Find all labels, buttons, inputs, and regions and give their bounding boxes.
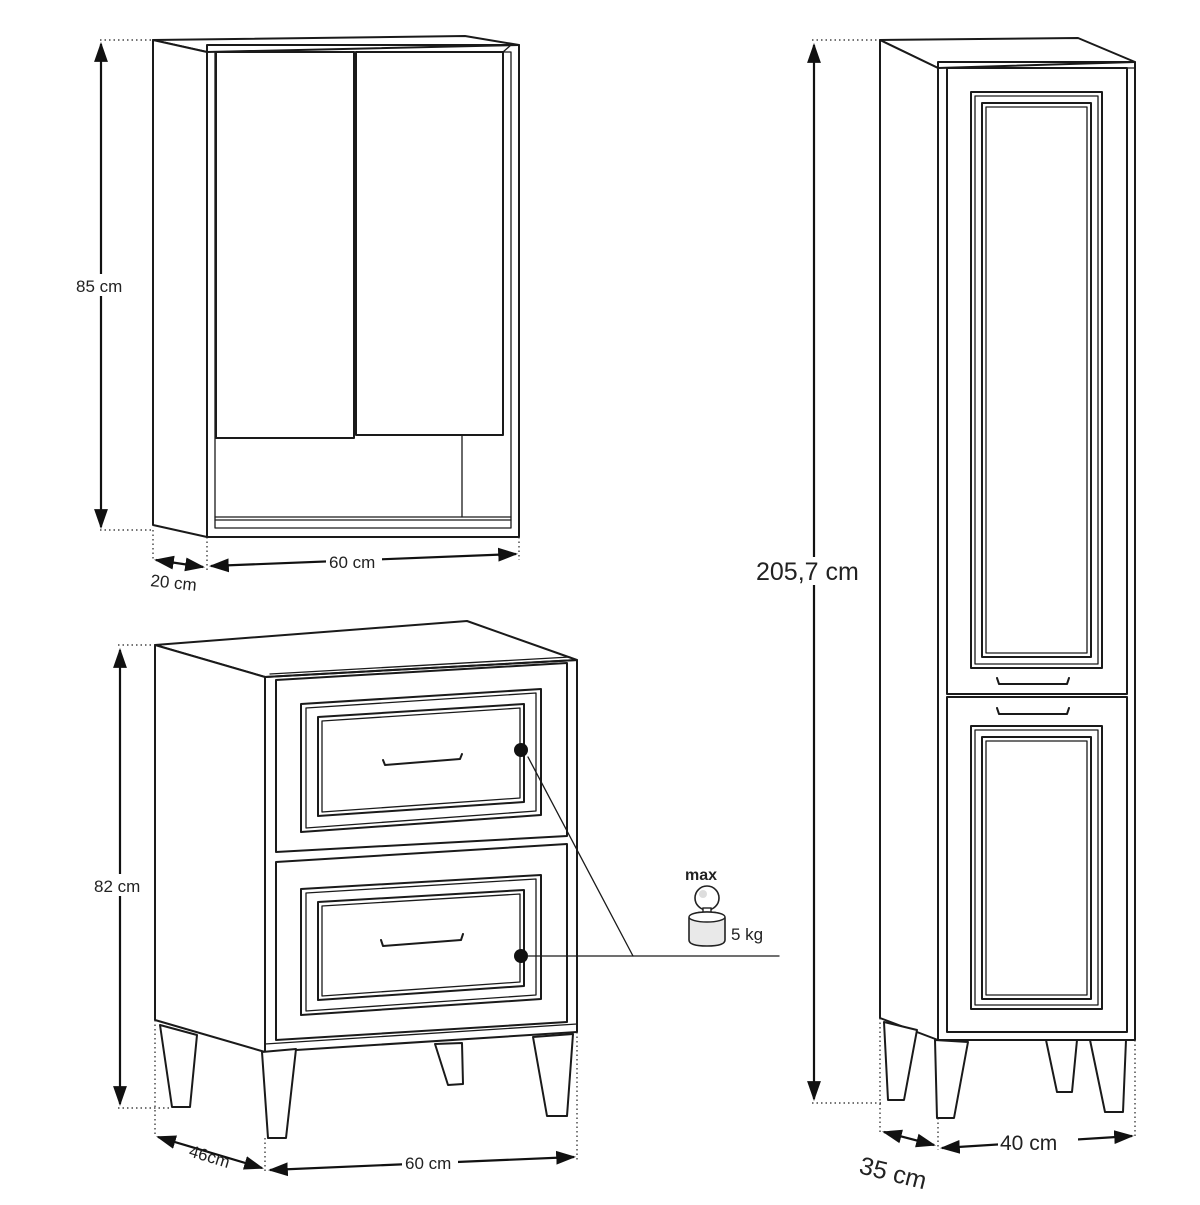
drawer-cabinet: 82 cm 46cm 60 cm bbox=[92, 620, 578, 1177]
drawer-top-panel-outer bbox=[300, 688, 542, 833]
wall-cabinet-left-door bbox=[215, 51, 355, 439]
tall-leg-back-right bbox=[1045, 1039, 1078, 1093]
tall-upper-handle bbox=[996, 677, 1070, 685]
wall-depth-dimension bbox=[154, 555, 205, 572]
tall-width-label: 40 cm bbox=[1000, 1132, 1057, 1155]
drawer-depth-label: 46cm bbox=[187, 1142, 232, 1172]
tall-height-label: 205,7 cm bbox=[756, 558, 859, 586]
tall-cabinet: 205,7 cm 35 cm 40 cm bbox=[754, 37, 1136, 1196]
drawer-height-label: 82 cm bbox=[94, 877, 140, 896]
tall-leg-front-right bbox=[1089, 1039, 1127, 1113]
drawer-cabinet-side bbox=[154, 644, 266, 1053]
tall-depth-label: 35 cm bbox=[857, 1152, 930, 1196]
tall-depth-dimension bbox=[882, 1129, 936, 1148]
wall-cabinet: 85 cm 20 cm 60 cm bbox=[74, 35, 520, 595]
weight-icon bbox=[688, 885, 726, 947]
wall-cabinet-side bbox=[152, 39, 208, 538]
tall-upper-panel-inner bbox=[981, 102, 1092, 658]
drawer-width-label: 60 cm bbox=[405, 1154, 451, 1173]
leg-back-right bbox=[434, 1042, 464, 1086]
tall-upper-door bbox=[946, 67, 1128, 695]
wall-width-label: 60 cm bbox=[329, 553, 375, 572]
tall-lower-handle bbox=[996, 707, 1070, 715]
max-label: max bbox=[685, 867, 717, 884]
leg-back-left bbox=[159, 1024, 198, 1108]
drawer-bottom-panel-inner bbox=[317, 889, 525, 1001]
drawer-bottom-handle bbox=[380, 933, 464, 947]
drawer-top-panel-inner bbox=[317, 703, 525, 817]
tall-upper-panel-outer bbox=[970, 91, 1103, 669]
tall-lower-panel-outer bbox=[970, 725, 1103, 1010]
tall-leg-back-left bbox=[883, 1021, 918, 1101]
tall-lower-panel-inner bbox=[981, 736, 1092, 1000]
wall-cabinet-right-door bbox=[355, 51, 504, 436]
wall-cabinet-front bbox=[206, 44, 520, 538]
tall-cabinet-side bbox=[879, 39, 939, 1041]
leg-front-left bbox=[261, 1048, 297, 1139]
tall-lower-door bbox=[946, 696, 1128, 1033]
wall-cabinet-inner bbox=[214, 51, 512, 529]
leg-front-right bbox=[532, 1033, 574, 1117]
tall-leg-front-left bbox=[934, 1039, 969, 1119]
wall-height-label: 85 cm bbox=[76, 277, 122, 296]
callout-leader-top bbox=[527, 756, 634, 957]
drawer-top-handle bbox=[382, 753, 463, 766]
drawer-depth-dimension bbox=[156, 1135, 264, 1170]
weight-label: 5 kg bbox=[731, 925, 763, 944]
callout-point-bottom bbox=[514, 949, 528, 963]
drawer-bottom bbox=[275, 843, 568, 1041]
tall-cabinet-front bbox=[937, 61, 1136, 1041]
load-callout: max 5 kg bbox=[527, 756, 780, 957]
callout-point-top bbox=[514, 743, 528, 757]
drawer-bottom-panel-outer bbox=[300, 874, 542, 1016]
wall-depth-label: 20 cm bbox=[150, 571, 198, 595]
